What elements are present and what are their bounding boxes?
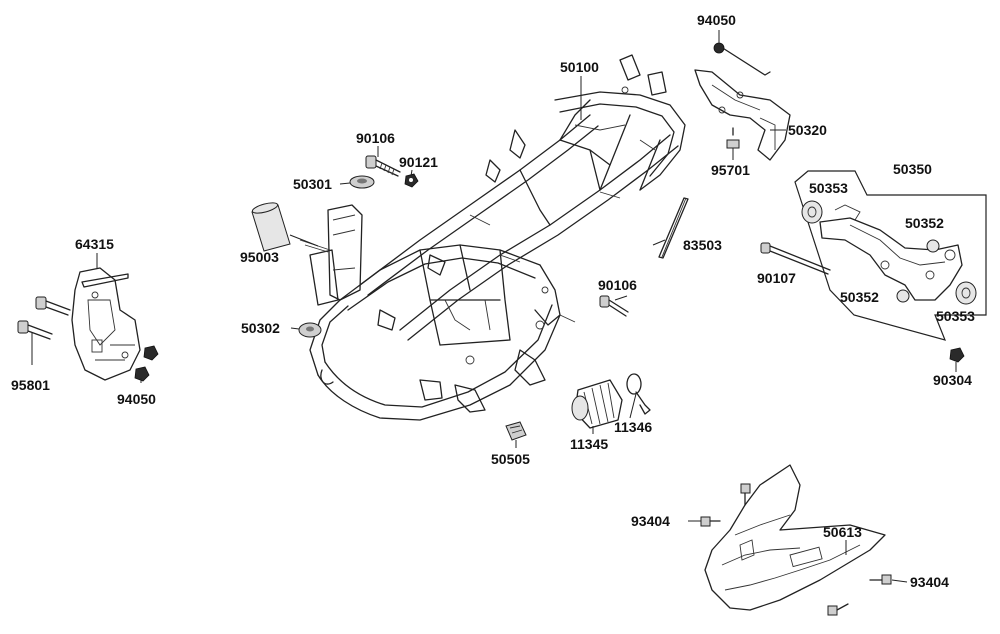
label-50350: 50350 (893, 161, 932, 177)
bush-50353-top (801, 200, 823, 224)
label-50302: 50302 (241, 320, 280, 336)
label-93404-left: 93404 (631, 513, 670, 529)
label-94050-top: 94050 (697, 12, 736, 28)
nut-94050-left (143, 345, 159, 361)
bush-50352-top (926, 239, 940, 253)
grommet-50301 (349, 175, 375, 189)
bracket-64315 (71, 267, 141, 381)
label-50613: 50613 (823, 524, 862, 540)
bolt-90106-upper (365, 155, 401, 177)
sleeve-95003 (251, 202, 291, 252)
bolt-95701 (726, 127, 740, 149)
label-90106-lower: 90106 (598, 277, 637, 293)
hanger-50350 (819, 204, 963, 301)
bolt-95801-b (17, 320, 53, 340)
label-95701: 95701 (711, 162, 750, 178)
bolt-90106-lower (599, 295, 629, 317)
label-50353-bottom: 50353 (936, 308, 975, 324)
pin-83503 (658, 197, 689, 259)
label-90304: 90304 (933, 372, 972, 388)
hanger-assembly-box (794, 170, 987, 341)
cover-50613 (704, 464, 886, 611)
bush-50353-bottom (955, 281, 977, 305)
label-90121: 90121 (399, 154, 438, 170)
label-83503: 83503 (683, 237, 722, 253)
grommet-50302 (298, 322, 322, 338)
label-50320: 50320 (788, 122, 827, 138)
bolt-93404-c (869, 574, 892, 585)
label-95801: 95801 (11, 377, 50, 393)
clamp-11346 (626, 373, 651, 415)
bolt-90107 (760, 242, 831, 275)
label-94050-left: 94050 (117, 391, 156, 407)
bolt-93404-d (827, 603, 849, 616)
label-64315: 64315 (75, 236, 114, 252)
label-11346: 11346 (614, 419, 652, 435)
boot-11345 (571, 379, 623, 429)
leader-lines (31, 30, 957, 583)
nut-90304 (949, 347, 965, 363)
label-11345: 11345 (570, 436, 608, 452)
nut-94050-left-2 (134, 366, 150, 382)
nut-90121 (404, 173, 419, 188)
label-50352-top: 50352 (905, 215, 944, 231)
label-50505: 50505 (491, 451, 530, 467)
bolt-93404-b (700, 516, 721, 527)
main-frame (309, 54, 686, 421)
label-93404-right: 93404 (910, 574, 949, 590)
part-labels: 94050 50100 50320 90106 90121 50301 9570… (11, 12, 975, 590)
label-50352-bottom: 50352 (840, 289, 879, 305)
block-50505 (505, 421, 527, 441)
bolt-94050-top (713, 42, 725, 54)
label-95003: 95003 (240, 249, 279, 265)
label-90106-upper: 90106 (356, 130, 395, 146)
bush-50352-bottom (896, 289, 910, 303)
bolt-93404-a (740, 483, 751, 506)
label-90107: 90107 (757, 270, 796, 286)
label-50100: 50100 (560, 59, 599, 75)
rear-bracket-50320 (694, 44, 791, 161)
label-50301: 50301 (293, 176, 332, 192)
label-50353-top: 50353 (809, 180, 848, 196)
bolt-95801-a (35, 296, 71, 316)
